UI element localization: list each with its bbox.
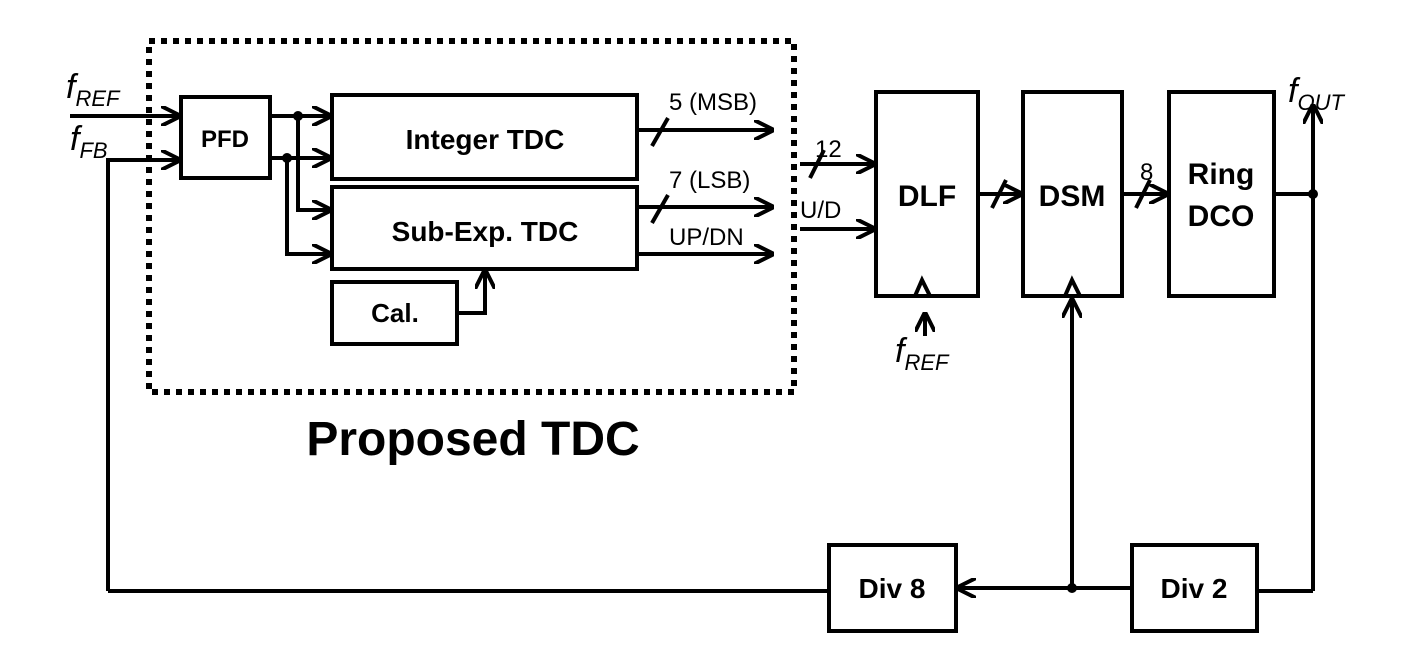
pfd-label: PFD <box>201 126 249 153</box>
msb-bus-label: 5 (MSB) <box>669 89 757 116</box>
ffb-input-label: fFB <box>70 120 108 163</box>
width-12-label: 12 <box>815 136 842 163</box>
pfd-block: PFD <box>179 95 272 180</box>
connections <box>70 106 1318 593</box>
cal-block: Cal. <box>330 280 459 346</box>
proposed-tdc-boundary <box>146 38 797 395</box>
lsb-bus-label: 7 (LSB) <box>669 167 750 194</box>
ring-dco-label-line2: DCO <box>1188 200 1255 233</box>
dlf-label: DLF <box>898 180 956 213</box>
fref-dlf-label: fREF <box>895 332 950 375</box>
ring-dco-block: Ring DCO <box>1167 90 1276 298</box>
ud-label: U/D <box>800 197 841 224</box>
integer-tdc-block: Integer TDC <box>330 93 639 181</box>
fref-input-label: fREF <box>66 68 121 111</box>
width-8-label: 8 <box>1140 159 1153 186</box>
ring-dco-label-line1: Ring <box>1188 158 1255 191</box>
proposed-tdc-caption: Proposed TDC <box>306 413 639 466</box>
div2-block: Div 2 <box>1130 543 1259 633</box>
div2-label: Div 2 <box>1161 573 1228 604</box>
dsm-block: DSM <box>1021 90 1124 298</box>
sub-exp-tdc-label: Sub-Exp. TDC <box>392 216 579 247</box>
dsm-label: DSM <box>1039 180 1106 213</box>
fout-label: fOUT <box>1288 72 1345 115</box>
dlf-block: DLF <box>874 90 980 298</box>
updn-bus-label: UP/DN <box>669 224 744 251</box>
sub-exp-tdc-block: Sub-Exp. TDC <box>330 185 639 271</box>
cal-label: Cal. <box>371 298 419 328</box>
integer-tdc-label: Integer TDC <box>406 124 565 155</box>
div8-label: Div 8 <box>859 573 926 604</box>
div8-block: Div 8 <box>827 543 958 633</box>
